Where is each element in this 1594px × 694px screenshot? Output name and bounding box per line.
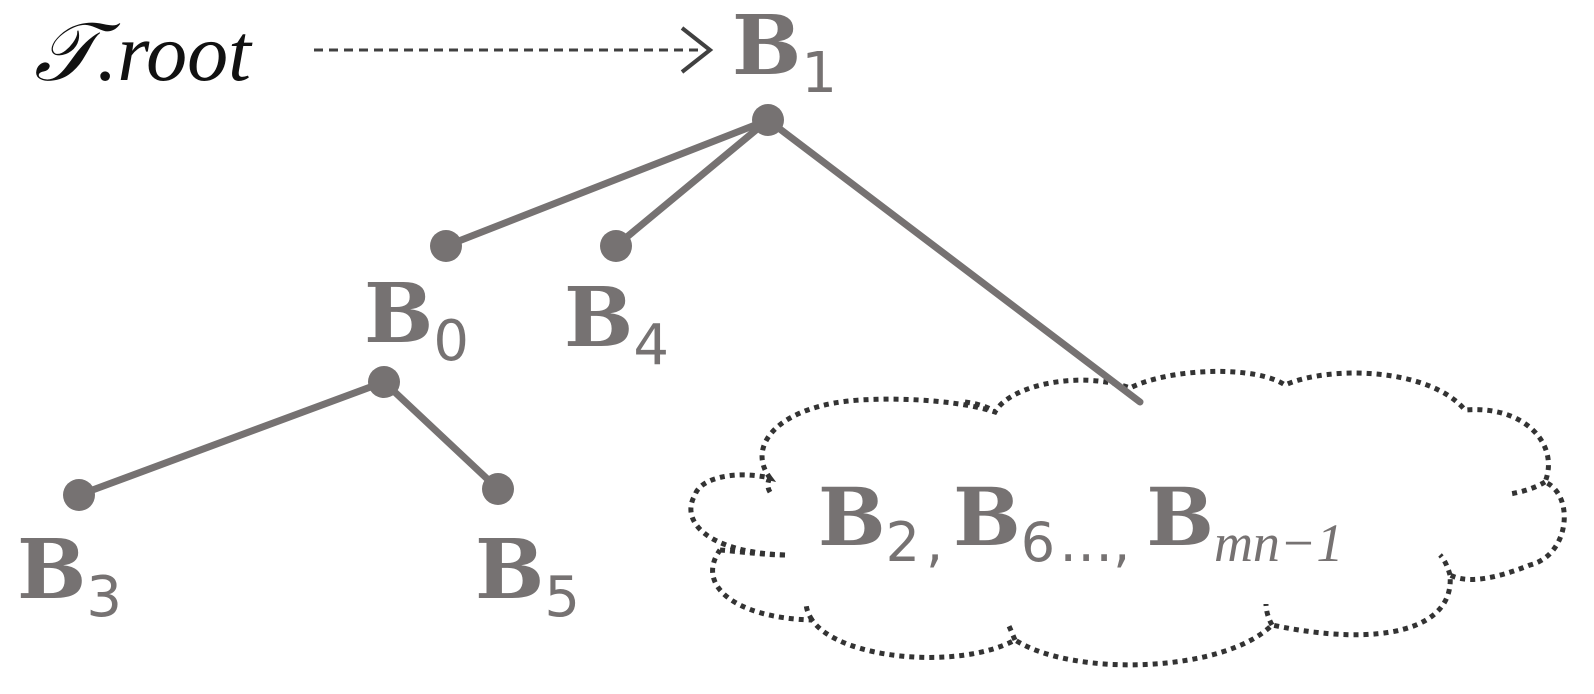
tree-nodes [63, 104, 784, 511]
label-b0: B0 [364, 266, 469, 374]
cloud-inner-arc-7 [1005, 622, 1018, 641]
cloud-inner-arc-2 [765, 476, 775, 497]
cloud-inner-arc-3 [964, 399, 997, 415]
tree-edges [75, 116, 1144, 499]
cloud-item-1-sub: 2 [886, 511, 920, 574]
node-b1 [752, 104, 784, 136]
label-b4-sub: 4 [633, 313, 669, 378]
label-b1-sub: 1 [801, 41, 837, 106]
edge-b0-b3 [75, 378, 388, 499]
cloud-subtree [688, 368, 1567, 668]
node-b4 [600, 230, 632, 262]
cloud-item-1-name: B [818, 470, 886, 564]
cloud-label: B2,B6…,Bmn−1 [818, 470, 1343, 574]
cloud-item-2-name: B [953, 470, 1021, 564]
label-b5: B5 [475, 522, 580, 630]
edge-b0-b5 [380, 378, 502, 493]
node-b3 [63, 479, 95, 511]
label-b3-name: B [17, 522, 86, 618]
cloud-inner-arc-1 [719, 547, 786, 558]
label-b3-sub: 3 [86, 565, 122, 630]
cloud-inner-arc-4 [1509, 479, 1547, 497]
label-b1: B1 [732, 0, 837, 106]
label-b5-sub: 5 [544, 565, 580, 630]
cloud-ellipsis: …, [1059, 511, 1130, 574]
root-pointer-arrow-head [680, 26, 714, 74]
label-b0-name: B [364, 266, 433, 362]
label-b4-name: B [564, 270, 633, 366]
node-b0 [430, 230, 462, 262]
node-b0-anchor [368, 366, 400, 398]
cloud-inner-arc-5 [1438, 553, 1453, 576]
root-pointer-label: 𝒯.root [34, 7, 253, 98]
cloud-item-3-name: B [1146, 470, 1214, 564]
node-labels: B1 B0 B4 B3 B5 [17, 0, 837, 630]
label-b1-name: B [732, 0, 801, 94]
cloud-inner-arc-8 [803, 601, 815, 622]
cloud-outline [688, 368, 1567, 668]
edge-b1-b4 [612, 116, 772, 250]
cloud-inner-arc-6 [1263, 603, 1275, 627]
edge-b1-cloud [764, 116, 1144, 406]
edge-b1-b0 [442, 116, 772, 250]
label-b5-name: B [475, 522, 544, 618]
label-b0-sub: 0 [433, 309, 469, 374]
cloud-separator-1: , [926, 511, 943, 574]
root-word: .root [97, 7, 253, 98]
cloud-item-3-sub: mn−1 [1214, 513, 1343, 573]
label-b3: B3 [17, 522, 122, 630]
node-b5 [482, 473, 514, 505]
cloud-item-2-sub: 6 [1021, 511, 1055, 574]
label-b4: B4 [564, 270, 669, 378]
